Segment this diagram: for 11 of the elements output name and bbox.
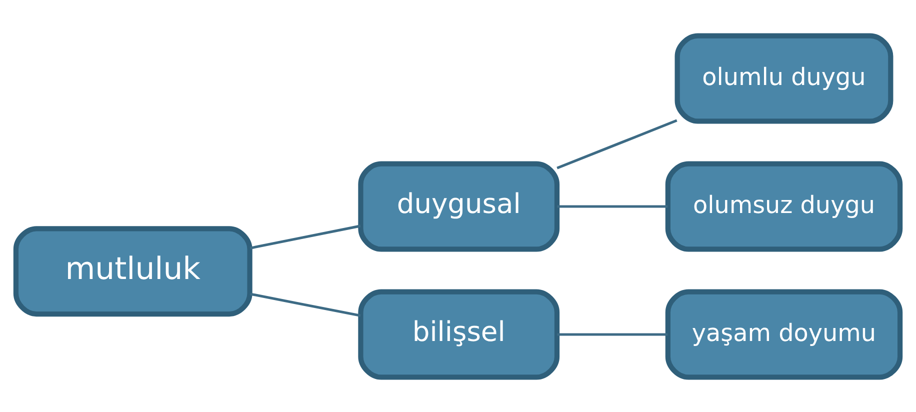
node-box: olumsuz duygu [665, 160, 903, 252]
node-box: olumlu duygu [674, 32, 894, 124]
connector [557, 204, 668, 208]
node-box: bilişsel [358, 288, 560, 380]
node-box: duygusal [358, 160, 560, 252]
connector [556, 118, 678, 169]
connector [557, 332, 668, 336]
connector [250, 224, 361, 249]
node-box: yaşam doyumu [665, 288, 903, 380]
connector [250, 292, 361, 316]
node-box: mutluluk [13, 226, 252, 316]
